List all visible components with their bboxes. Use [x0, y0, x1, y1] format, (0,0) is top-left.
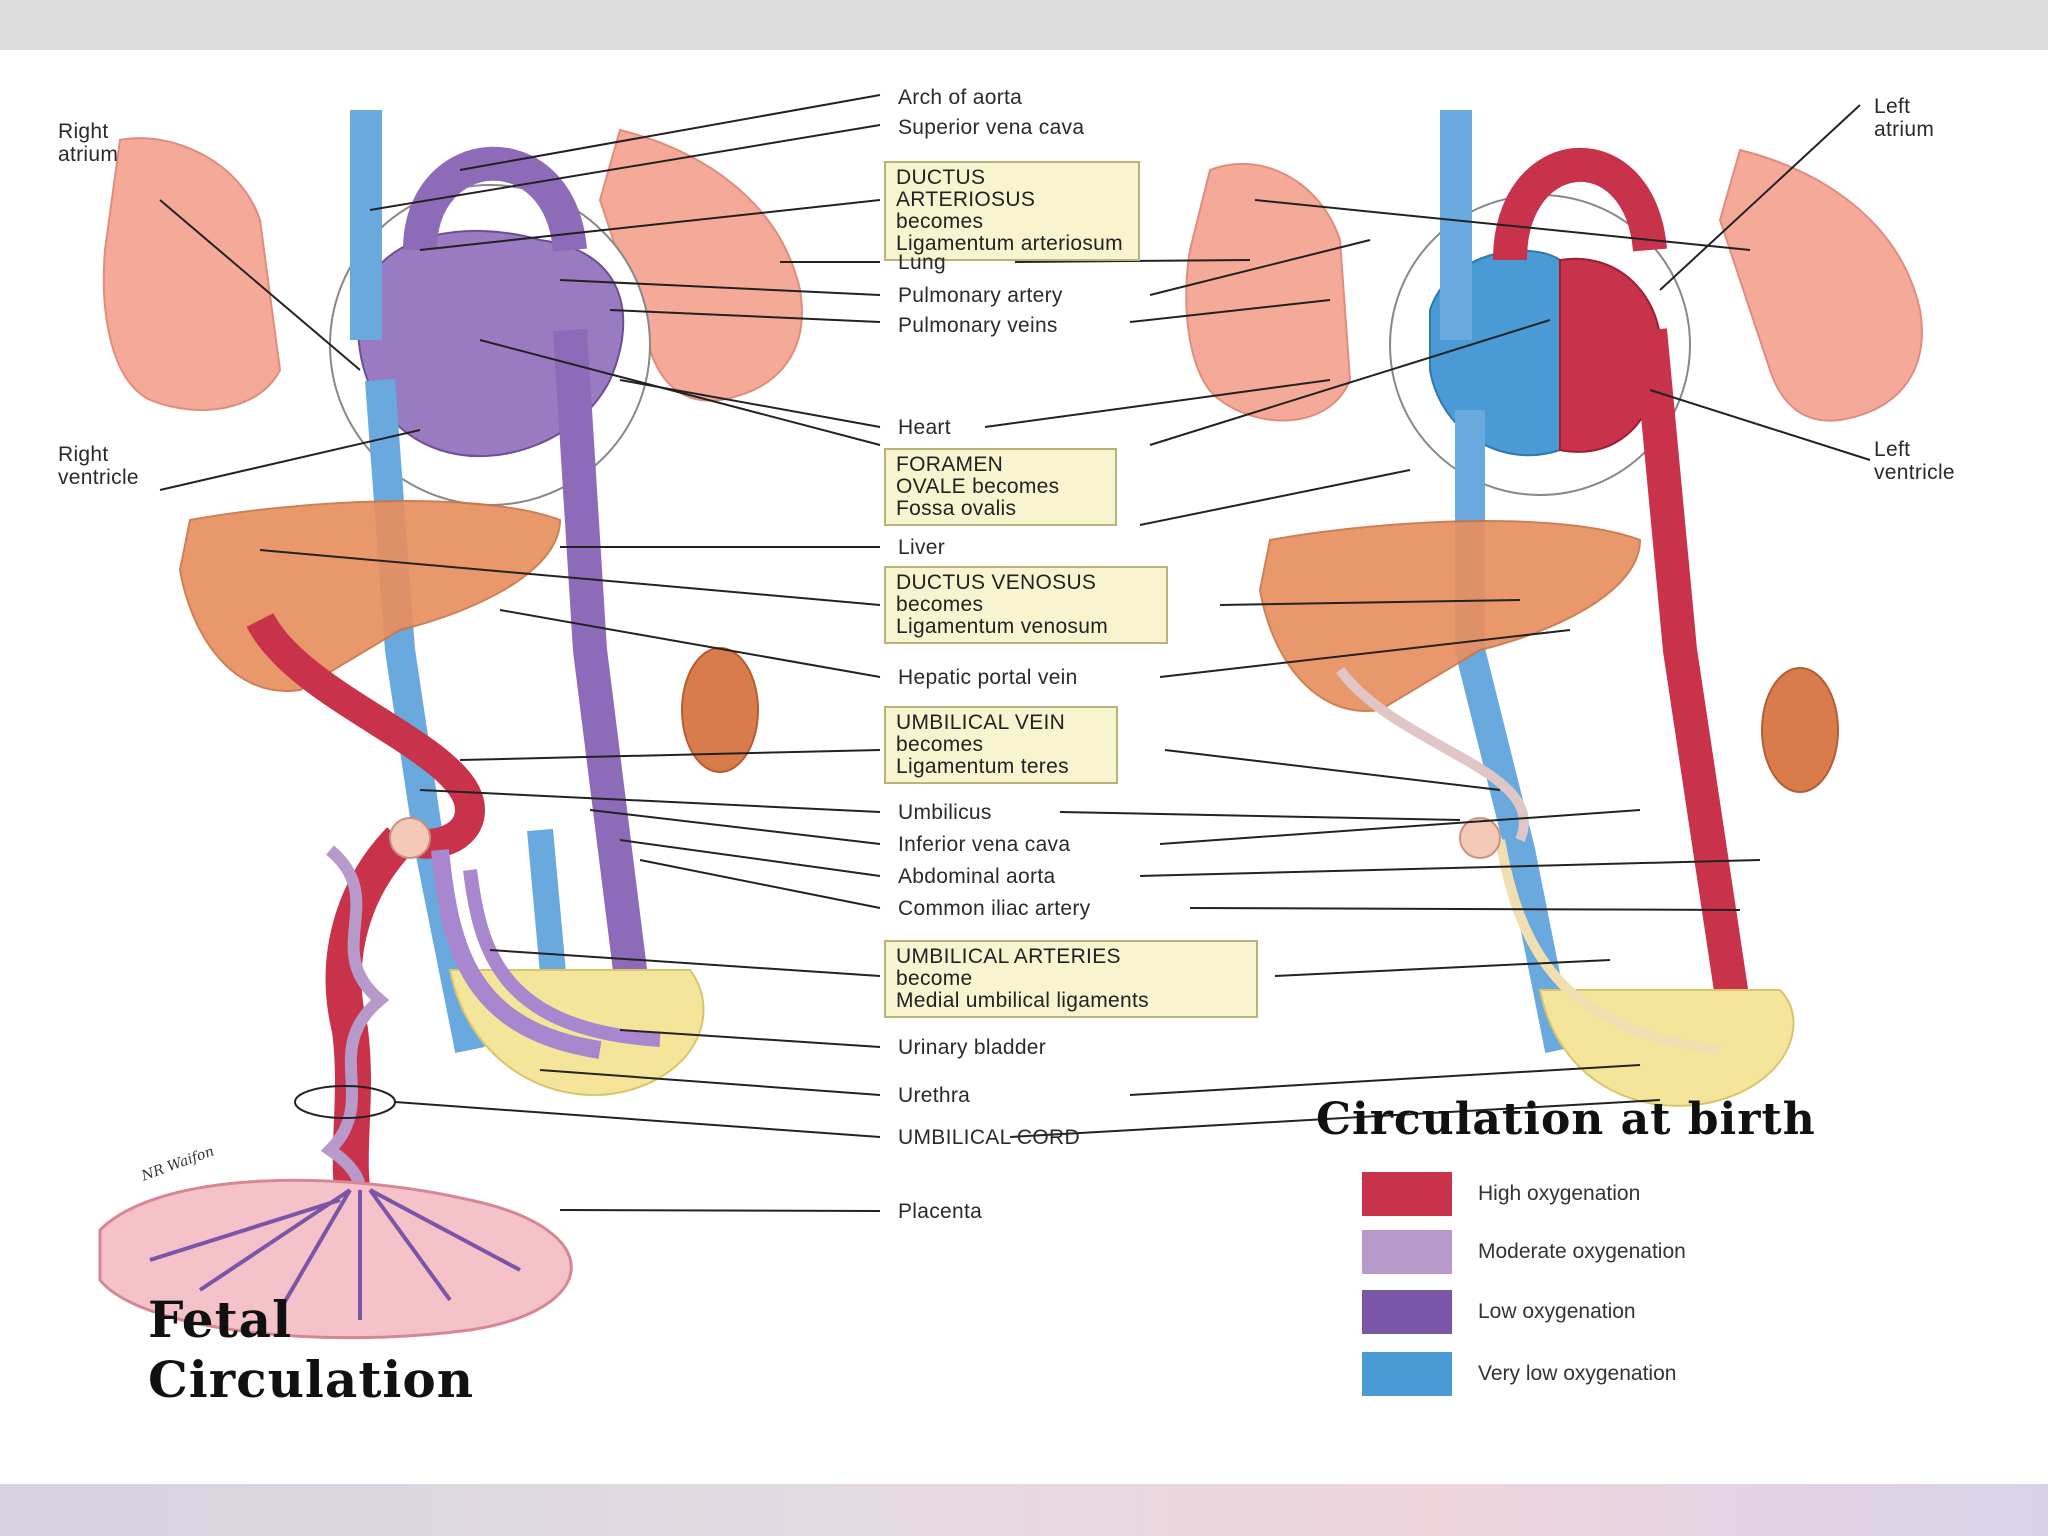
birth-umbilicus — [1459, 817, 1501, 859]
label-abdominal-aorta: Abdominal aorta — [898, 865, 1056, 888]
label-right-atrium: Right atrium — [58, 120, 119, 166]
birth-left-lung — [1718, 148, 1923, 422]
label-placenta: Placenta — [898, 1200, 983, 1223]
fetal-umbilical-artery-left — [431, 849, 602, 1059]
label-hepatic-portal-vein: Hepatic portal vein — [898, 666, 1078, 689]
placenta-vessels — [149, 1188, 521, 1320]
box-foramen-ovale: FORAMEN OVALE becomes Fossa ovalis — [884, 448, 1117, 526]
legend-label-high: High oxygenation — [1478, 1182, 1641, 1205]
fetal-umbilical-artery-right — [463, 869, 661, 1047]
legend-swatch-high — [1362, 1172, 1452, 1216]
fetal-umbilicus — [389, 817, 431, 859]
title-fetal-circulation: Fetal Circulation — [148, 1290, 475, 1409]
label-pulmonary-veins: Pulmonary veins — [898, 314, 1058, 337]
label-heart: Heart — [898, 416, 951, 439]
label-umbilical-cord: UMBILICAL CORD — [898, 1126, 1080, 1149]
slide: Right atrium Right ventricle Left atrium… — [0, 50, 2048, 1484]
label-liver: Liver — [898, 536, 946, 559]
box-umbilical-vein: UMBILICAL VEIN becomes Ligamentum teres — [884, 706, 1118, 784]
bottom-frame-band — [0, 1484, 2048, 1536]
birth-inferior-vena-cava — [1455, 410, 1575, 1053]
label-superior-vena-cava: Superior vena cava — [898, 116, 1085, 139]
title-circulation-at-birth: Circulation at birth — [1316, 1094, 1816, 1145]
label-arch-of-aorta: Arch of aorta — [898, 86, 1023, 109]
placenta-shape — [98, 1178, 573, 1340]
label-inferior-vena-cava: Inferior vena cava — [898, 833, 1071, 856]
legend-swatch-moderate — [1362, 1230, 1452, 1274]
fetal-superior-vena-cava — [350, 110, 382, 340]
legend-label-moderate: Moderate oxygenation — [1478, 1240, 1686, 1263]
legend-swatch-low — [1362, 1290, 1452, 1334]
box-ductus-arteriosus: DUCTUS ARTERIOSUS becomes Ligamentum art… — [884, 161, 1140, 261]
leader-lines — [159, 94, 1871, 1212]
box-ductus-venosus: DUCTUS VENOSUS becomes Ligamentum venosu… — [884, 566, 1168, 644]
birth-aortic-arch — [1493, 148, 1667, 261]
fetal-descending-aorta — [553, 328, 657, 1053]
label-lung: Lung — [898, 251, 946, 274]
top-frame-band — [0, 0, 2048, 50]
legend-label-very-low: Very low oxygenation — [1478, 1362, 1677, 1385]
label-left-ventricle: Left ventricle — [1874, 438, 1955, 484]
label-urethra: Urethra — [898, 1084, 971, 1107]
birth-medial-umbilical-ligaments — [1495, 839, 1721, 1055]
fetal-umbilical-vein — [246, 612, 486, 859]
circulation-diagram — [98, 94, 1923, 1340]
birth-ligamentum-teres — [1336, 666, 1529, 842]
legend-swatch-very-low — [1362, 1352, 1452, 1396]
label-umbilicus: Umbilicus — [898, 801, 992, 824]
birth-liver — [1258, 520, 1642, 712]
label-right-ventricle: Right ventricle — [58, 443, 139, 489]
birth-descending-aorta — [1633, 328, 1757, 1053]
birth-right-lung — [1185, 162, 1352, 422]
label-left-atrium: Left atrium — [1874, 95, 1935, 141]
birth-circulation-illustration — [1185, 110, 1923, 1107]
fetal-circulation-illustration — [98, 110, 803, 1340]
label-pulmonary-artery: Pulmonary artery — [898, 284, 1063, 307]
fetal-liver — [178, 500, 562, 692]
fetal-bladder — [448, 969, 705, 1096]
box-umbilical-arteries: UMBILICAL ARTERIES become Medial umbilic… — [884, 940, 1258, 1018]
legend-label-low: Low oxygenation — [1478, 1300, 1636, 1323]
birth-bladder — [1538, 989, 1795, 1107]
birth-kidney — [1761, 667, 1839, 793]
label-common-iliac-artery: Common iliac artery — [898, 897, 1091, 920]
fetal-right-lung — [102, 137, 282, 411]
birth-superior-vena-cava — [1440, 110, 1472, 340]
label-urinary-bladder: Urinary bladder — [898, 1036, 1047, 1059]
